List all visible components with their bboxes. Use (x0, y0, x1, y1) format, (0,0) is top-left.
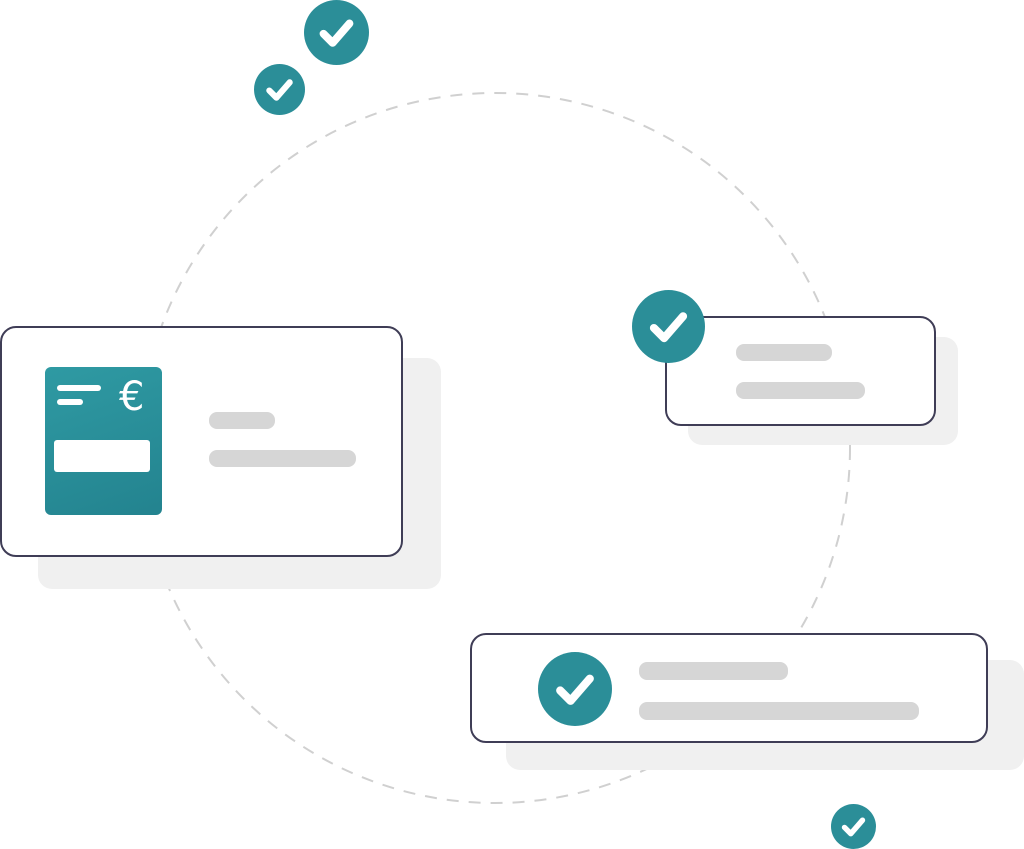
notification-bottom-placeholder-short (639, 662, 788, 680)
card-icon-slot (54, 440, 150, 472)
payment-card[interactable]: € (0, 326, 403, 557)
euro-icon: € (119, 374, 145, 420)
notification-card-bottom[interactable] (470, 633, 988, 743)
notification-bottom-placeholder-long (639, 702, 919, 720)
check-badge-icon-top-large (304, 0, 369, 65)
notification-card-top[interactable] (665, 316, 936, 426)
payment-card-placeholder-short (209, 412, 275, 429)
payment-card-placeholder-long (209, 450, 356, 467)
check-badge-icon-notification-bottom (538, 652, 612, 726)
card-icon-line-2 (57, 399, 83, 405)
card-icon: € (45, 367, 162, 515)
check-badge-icon-bottom (831, 804, 876, 849)
notification-top-placeholder-short (736, 344, 832, 361)
notification-top-placeholder-long (736, 382, 865, 399)
check-badge-icon-top-small (254, 64, 305, 115)
card-icon-line-1 (57, 385, 101, 391)
check-badge-icon-notification-top (632, 290, 705, 363)
